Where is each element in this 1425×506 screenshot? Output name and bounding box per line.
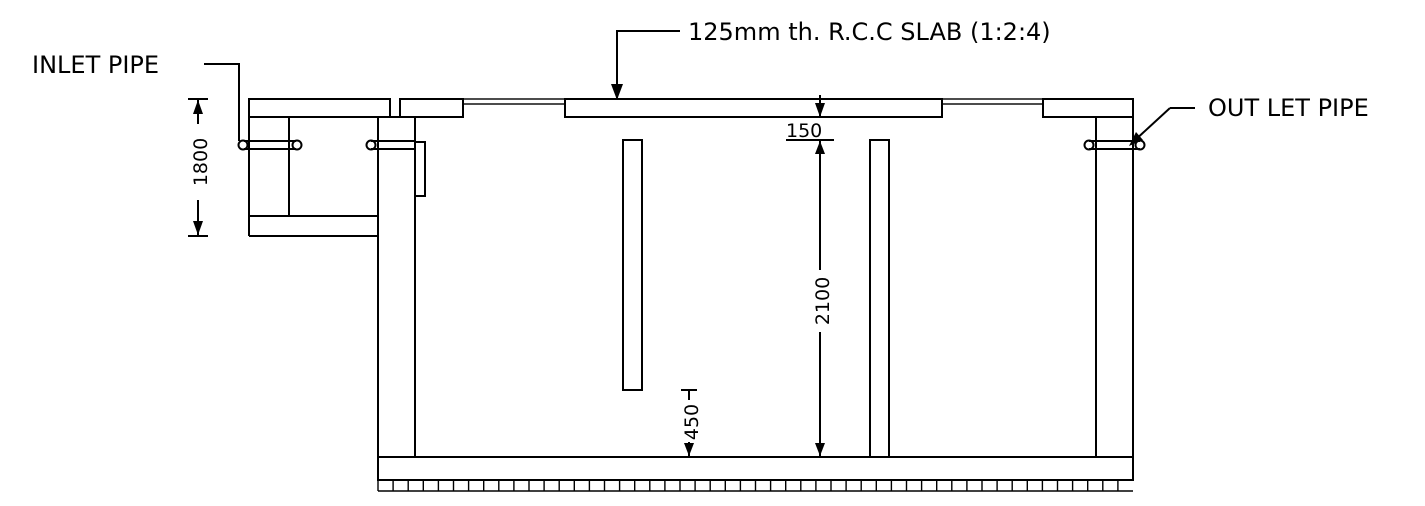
dimension-150 — [786, 95, 834, 141]
dimension-450 — [681, 389, 697, 456]
dimension-2100-label: 2100 — [812, 277, 834, 325]
dimension-450-label: 450 — [681, 404, 703, 440]
slab-segment-end — [1042, 98, 1134, 118]
dimension-150-label: 150 — [786, 120, 822, 142]
inlet-pipe — [237, 139, 303, 151]
brick-soling — [377, 480, 1119, 491]
dimension-1800-label: 1800 — [190, 138, 212, 186]
dimension-1800 — [188, 98, 208, 237]
slab-segment-1 — [399, 98, 464, 118]
outlet-pipe-label: OUT LET PIPE — [1208, 94, 1369, 122]
slab-note-label: 125mm th. R.C.C SLAB (1:2:4) — [688, 18, 1051, 46]
inlet-pipe-label: INLET PIPE — [32, 51, 159, 79]
dimension-2100 — [815, 140, 825, 457]
right-wall — [1095, 116, 1134, 458]
tee-pipe-bracket — [414, 141, 426, 197]
cover-slab — [248, 98, 1134, 118]
inlet-chamber-wall — [248, 116, 290, 217]
slab-segment-main — [564, 98, 943, 118]
slab-leader — [611, 30, 680, 100]
baffle-walls — [622, 139, 890, 458]
manhole-opening-right — [941, 98, 1044, 105]
baffle-wall-2 — [869, 139, 890, 458]
tee-pipe — [365, 139, 415, 151]
inlet-chamber — [248, 116, 378, 237]
left-wall — [377, 116, 416, 458]
manhole-opening-left — [462, 98, 566, 105]
base — [377, 456, 1134, 492]
inlet-chamber-cover-slab — [248, 98, 391, 118]
baffle-wall-1 — [622, 139, 643, 391]
base-slab — [377, 456, 1134, 481]
outlet-leader — [1129, 107, 1195, 146]
tank-walls — [377, 116, 1134, 458]
inlet-leader — [204, 63, 240, 141]
